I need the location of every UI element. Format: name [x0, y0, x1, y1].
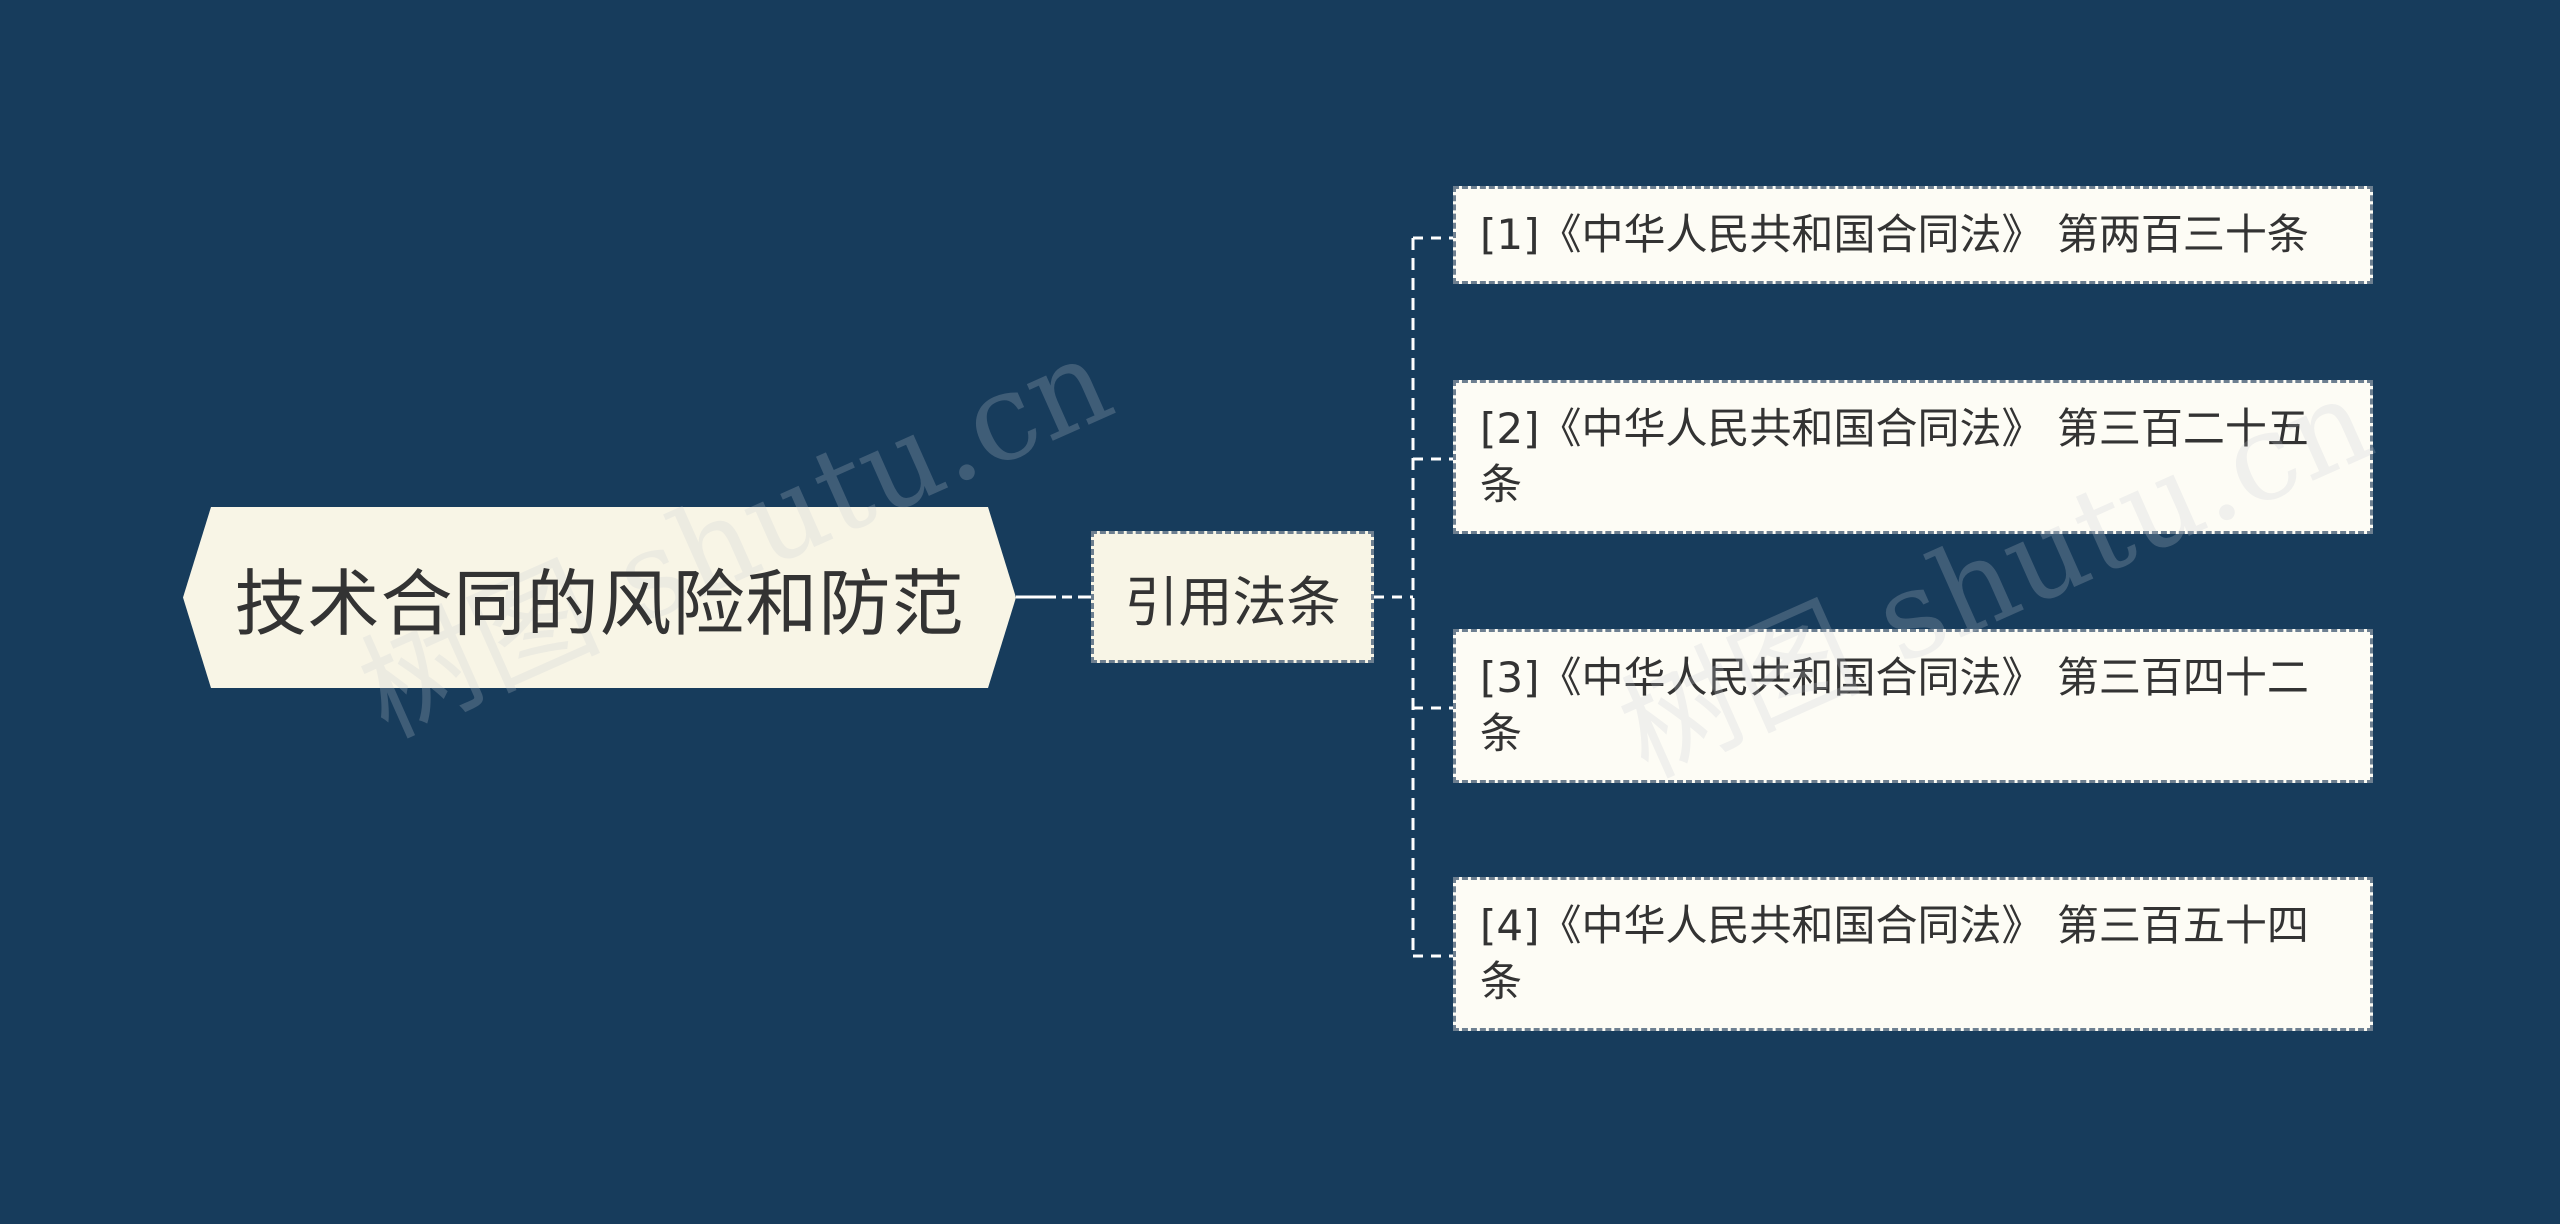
leaf-node-label: [2]《中华人民共和国合同法》 第三百二十五条 [1480, 404, 2309, 509]
leaf-node-4[interactable]: [4]《中华人民共和国合同法》 第三百五十四条 [1453, 877, 2373, 1031]
leaf-node-3[interactable]: [3]《中华人民共和国合同法》 第三百四十二条 [1453, 629, 2373, 783]
root-node-label: 技术合同的风险和防范 [234, 562, 965, 646]
leaf-node-2[interactable]: [2]《中华人民共和国合同法》 第三百二十五条 [1453, 380, 2373, 534]
leaf-node-1[interactable]: [1]《中华人民共和国合同法》 第两百三十条 [1453, 186, 2373, 284]
leaf-node-label: [3]《中华人民共和国合同法》 第三百四十二条 [1480, 653, 2309, 758]
leaf-node-label: [4]《中华人民共和国合同法》 第三百五十四条 [1480, 901, 2309, 1006]
root-node-shape [183, 507, 1016, 688]
leaf-node-label: [1]《中华人民共和国合同法》 第两百三十条 [1480, 210, 2309, 259]
root-node[interactable]: 技术合同的风险和防范 [183, 507, 1016, 688]
branch-node-label: 引用法条 [1124, 570, 1341, 634]
branch-node-citations[interactable]: 引用法条 [1091, 531, 1374, 663]
